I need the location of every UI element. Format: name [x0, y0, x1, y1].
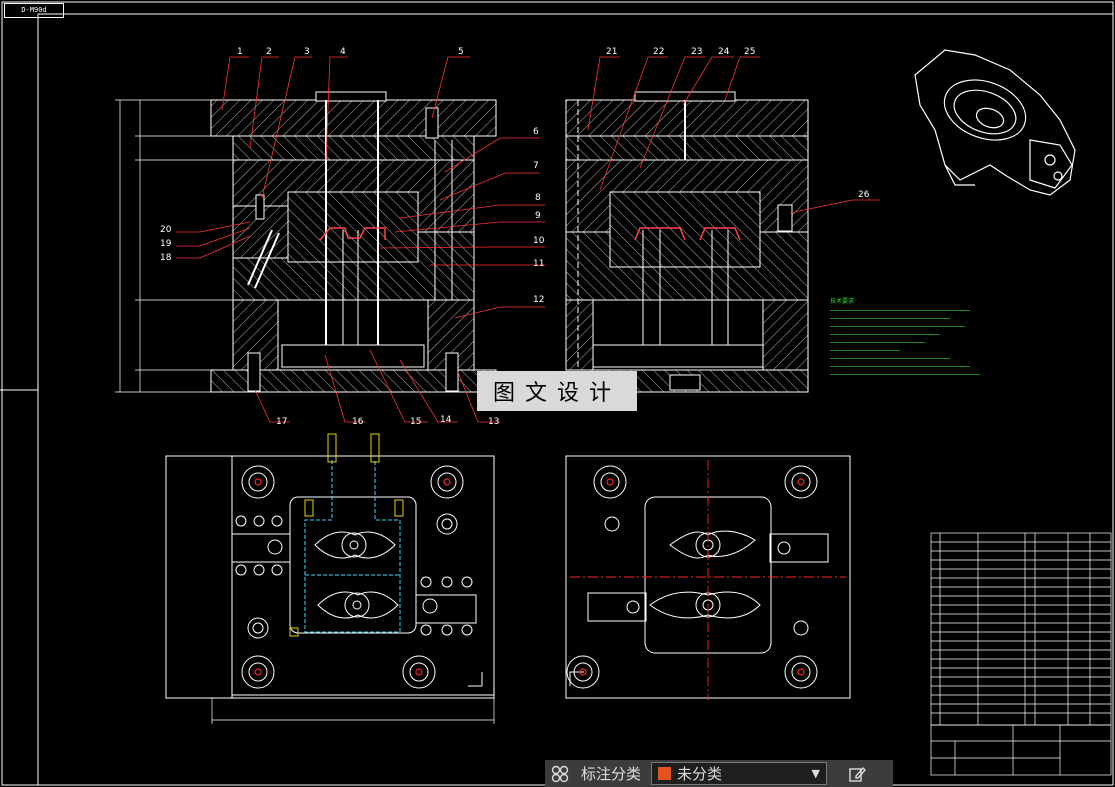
left-plan-dims [165, 456, 495, 724]
part-number-10: 10 [533, 236, 545, 246]
part-number-22: 22 [653, 47, 664, 57]
part-number-8: 8 [535, 193, 541, 203]
right-plan-centerlines [570, 460, 846, 700]
right-section-view [565, 91, 809, 393]
technical-notes: 技术要求 [830, 297, 980, 382]
left-dimensions [115, 99, 233, 393]
part-number-13: 13 [488, 417, 499, 427]
part-number-26: 26 [858, 190, 870, 200]
left-part-numbers: 1 2 3 4 5 6 7 8 9 10 11 12 13 14 15 16 1… [160, 47, 545, 427]
part-number-12: 12 [533, 295, 544, 305]
part-number-20: 20 [160, 225, 172, 235]
left-plan-bolt-centers [254, 478, 451, 676]
part-number-19: 19 [160, 239, 172, 249]
category-select[interactable]: 未分类 ▼ [651, 762, 828, 785]
category-value: 未分类 [677, 765, 723, 783]
part-number-21: 21 [606, 47, 617, 57]
bill-of-materials [930, 532, 1112, 776]
category-color-swatch [658, 767, 672, 780]
part-number-4: 4 [340, 47, 346, 57]
watermark: 图文设计 [477, 371, 637, 411]
right-part-numbers: 21 22 23 24 25 26 [606, 47, 870, 200]
part-number-7: 7 [533, 161, 539, 171]
part-number-11: 11 [533, 259, 544, 269]
part-number-24: 24 [718, 47, 730, 57]
cooling-fittings [289, 433, 404, 637]
part-number-6: 6 [533, 127, 539, 137]
part-number-3: 3 [304, 47, 310, 57]
part-number-2: 2 [266, 47, 272, 57]
part-number-14: 14 [440, 415, 452, 425]
part-number-17: 17 [276, 417, 287, 427]
part-number-9: 9 [535, 211, 541, 221]
left-section-view [210, 91, 497, 393]
isometric-part [914, 49, 1076, 196]
part-number-23: 23 [691, 47, 702, 57]
part-number-15: 15 [410, 417, 421, 427]
annotation-toolbar: 标注分类 未分类 ▼ [545, 760, 893, 787]
cooling-channels [304, 460, 401, 633]
drawing-tag: D-M90d [4, 3, 64, 18]
part-number-18: 18 [160, 253, 172, 263]
category-label: 标注分类 [581, 765, 642, 783]
right-leaders [587, 56, 880, 214]
left-leaders [176, 56, 545, 423]
chevron-down-icon[interactable]: ▼ [811, 767, 821, 780]
part-number-25: 25 [744, 47, 755, 57]
right-plan-bolt-centers [579, 478, 805, 676]
part-number-1: 1 [237, 47, 243, 57]
part-number-16: 16 [352, 417, 364, 427]
notes-title: 技术要求 [830, 298, 855, 305]
layers-icon[interactable] [545, 765, 575, 783]
part-number-5: 5 [458, 47, 464, 57]
edit-icon[interactable] [839, 765, 875, 783]
left-plan-view [165, 455, 495, 699]
